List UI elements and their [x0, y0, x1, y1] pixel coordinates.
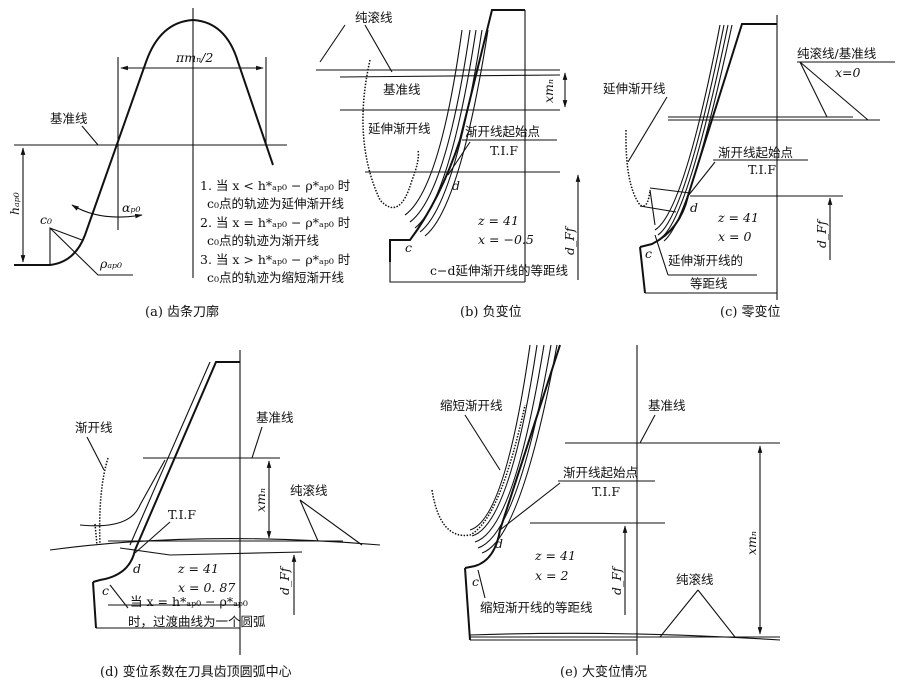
point-d: d: [690, 200, 698, 215]
note-3-result: c₀点的轨迹为缩短渐开线: [207, 270, 345, 285]
datum-line-label: 基准线: [383, 82, 421, 97]
shortened-involute-label: 缩短渐开线: [440, 398, 503, 413]
trajectory-notes: 1. 当 x < h*ₐₚ₀ − ρ*ₐₚ₀ 时 c₀点的轨迹为延伸渐开线 2.…: [200, 178, 351, 285]
panel-c-zero-shift: 纯滚线/基准线 x=0 延伸渐开线 渐开线起始点 T.I.F d z = 41 …: [603, 15, 895, 320]
rolling-line-label: 纯滚线: [676, 572, 714, 587]
extended-involute-label: 延伸渐开线: [603, 81, 666, 96]
point-c: c: [405, 240, 412, 255]
xmn-label: xmₙ: [253, 488, 268, 512]
rolling-line-label: 纯滚线: [355, 10, 393, 25]
pressure-angle-arc: [71, 204, 143, 219]
offset-note-1: 延伸渐开线的: [668, 253, 743, 268]
offset-curve-note: 缩短渐开线的等距线: [480, 600, 593, 615]
involute-start-label: 渐开线起始点: [718, 145, 793, 160]
tooth-count: z = 41: [477, 213, 519, 228]
zero-shift-label: x=0: [835, 65, 861, 80]
caption-e: (e) 大变位情况: [560, 664, 647, 680]
point-d: d: [495, 536, 503, 551]
extended-involute-label: 延伸渐开线: [368, 121, 431, 136]
note-1: 1. 当 x < h*ₐₚ₀ − ρ*ₐₚ₀ 时: [200, 178, 351, 193]
xmn-label: xmₙ: [541, 79, 556, 103]
caption-a: (a) 齿条刀廓: [145, 304, 219, 320]
tip-radius-label: ρₐₚ₀: [99, 256, 122, 271]
tooth-count: z = 41: [534, 548, 576, 563]
caption-c: (c) 零变位: [720, 304, 781, 320]
arc-result-note: 时，过渡曲线为一个圆弧: [128, 614, 266, 629]
point-d: d: [452, 178, 460, 193]
point-c: c: [472, 574, 479, 589]
offset-note-2: 等距线: [690, 276, 728, 291]
offset-curve-note: c−d延伸渐开线的等距线: [430, 263, 568, 278]
panel-b-negative-shift: 纯滚线 基准线 xmₙ 延伸渐开线 渐开线起始点 T.I.F d z = 41 …: [316, 9, 581, 320]
involute-label: 渐开线: [75, 420, 113, 435]
rack-tooth-profile: [14, 18, 274, 266]
panel-d-shift-at-tip-center: 基准线 渐开线 纯滚线 T.I.F xmₙ d z = 41 x = 0. 87…: [49, 350, 381, 680]
caption-b: (b) 负变位: [460, 304, 522, 320]
note-3: 3. 当 x > h*ₐₚ₀ − ρ*ₐₚ₀ 时: [200, 252, 351, 267]
note-1-result: c₀点的轨迹为延伸渐开线: [207, 196, 345, 211]
tif-label: T.I.F: [748, 162, 776, 177]
dff-label: d_Ff: [562, 225, 577, 255]
point-d: d: [133, 561, 141, 576]
shift-coefficient: x = 2: [535, 568, 568, 583]
point-c: c: [102, 583, 109, 598]
c0-label: c₀: [40, 212, 52, 227]
tooth-count: z = 41: [177, 561, 219, 576]
dff-label: d_Ff: [609, 565, 624, 595]
rolling-datum-label: 纯滚线/基准线: [797, 46, 877, 61]
dff-label: d_Ff: [814, 218, 829, 248]
panel-e-large-shift: 缩短渐开线 基准线 渐开线起始点 T.I.F d z = 41 x = 2 d_…: [431, 344, 781, 680]
xmn-label: xmₙ: [744, 531, 759, 555]
datum-line-label: 基准线: [256, 410, 294, 425]
addendum-label: hₐₚ₀: [7, 192, 22, 215]
datum-line-label: 基准线: [648, 398, 686, 413]
shift-coefficient: x = 0: [718, 229, 751, 244]
note-2: 2. 当 x = h*ₐₚ₀ − ρ*ₐₚ₀ 时: [200, 215, 351, 230]
arc-condition-note: 当 x = h*ₐₚ₀ − ρ*ₐₚ₀: [130, 594, 248, 609]
rolling-line-label: 纯滚线: [290, 483, 328, 498]
tooth-count: z = 41: [717, 210, 759, 225]
involute-start-label: 渐开线起始点: [563, 465, 638, 480]
note-2-result: c₀点的轨迹为渐开线: [207, 233, 320, 248]
dff-label: d_Ff: [277, 565, 292, 595]
pressure-angle-label: αₚ₀: [122, 200, 140, 215]
datum-line-label: 基准线: [50, 111, 88, 126]
pitch-label: πmₙ/2: [175, 50, 213, 65]
shift-coefficient: x = 0. 87: [178, 580, 235, 595]
tif-label: T.I.F: [490, 143, 518, 158]
caption-d: (d) 变位系数在刀具齿顶圆弧中心: [100, 664, 292, 680]
shift-coefficient: x = −0.5: [478, 232, 534, 247]
panel-a-rack-profile: πmₙ/2 基准线 hₐₚ₀ αₚ₀ c₀ ρₐₚ₀ 1. 当 x < h*ₐₚ…: [7, 8, 351, 320]
tif-label: T.I.F: [168, 507, 196, 522]
point-c: c: [645, 246, 652, 261]
involute-start-label: 渐开线起始点: [465, 124, 540, 139]
tif-label: T.I.F: [592, 484, 620, 499]
